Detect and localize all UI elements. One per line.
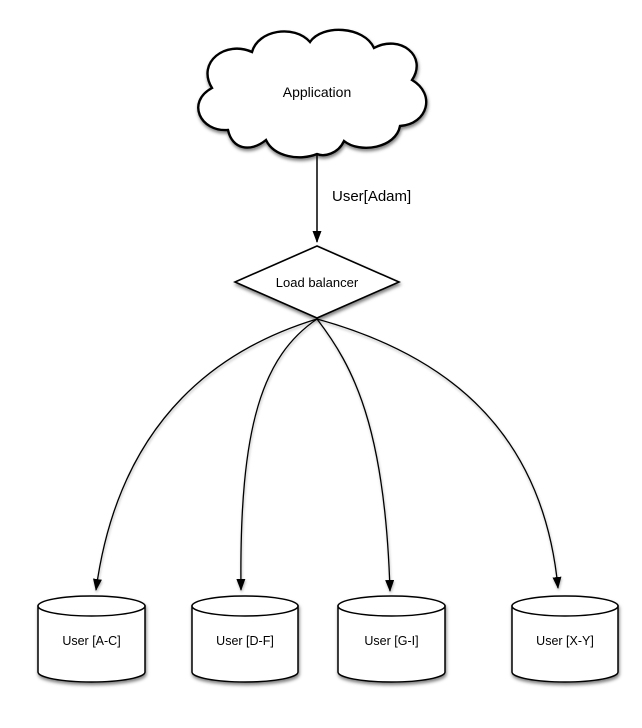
edge-label: User[Adam]	[332, 188, 411, 205]
shard-label-gi: User [G-I]	[364, 634, 418, 648]
shard-label-df: User [D-F]	[216, 634, 274, 648]
shard-label-ac: User [A-C]	[62, 634, 120, 648]
edge-to-shard-df	[236, 318, 318, 591]
shard-cylinder-xy-top	[511, 595, 619, 617]
load-balancer-label: Load balancer	[276, 275, 359, 290]
shard-cylinder-ac	[37, 605, 146, 683]
shard-node-ac: User [A-C]	[37, 595, 146, 683]
shard-cylinder-gi-top	[337, 595, 446, 617]
edge-to-shard-xy	[316, 318, 562, 589]
application-cloud	[197, 28, 428, 159]
shard-node-gi: User [G-I]	[337, 595, 446, 683]
application-node: Application	[197, 28, 428, 159]
shard-cylinder-xy	[511, 605, 619, 683]
shard-cylinder-df	[191, 605, 299, 683]
shard-cylinder-gi	[337, 605, 446, 683]
shard-node-df: User [D-F]	[191, 595, 299, 683]
load-balancer-diamond	[233, 245, 401, 319]
edge-to-shard-gi	[316, 318, 395, 592]
shard-label-xy: User [X-Y]	[536, 634, 594, 648]
shard-cylinder-df-top	[191, 595, 299, 617]
loadbalancer-to-shard-arrows	[93, 318, 562, 592]
load-balancer-node: Load balancer	[233, 245, 401, 319]
shard-node-xy: User [X-Y]	[511, 595, 619, 683]
edge-to-shard-ac	[93, 318, 318, 591]
shard-cylinder-ac-top	[37, 595, 146, 617]
application-label: Application	[283, 84, 352, 100]
